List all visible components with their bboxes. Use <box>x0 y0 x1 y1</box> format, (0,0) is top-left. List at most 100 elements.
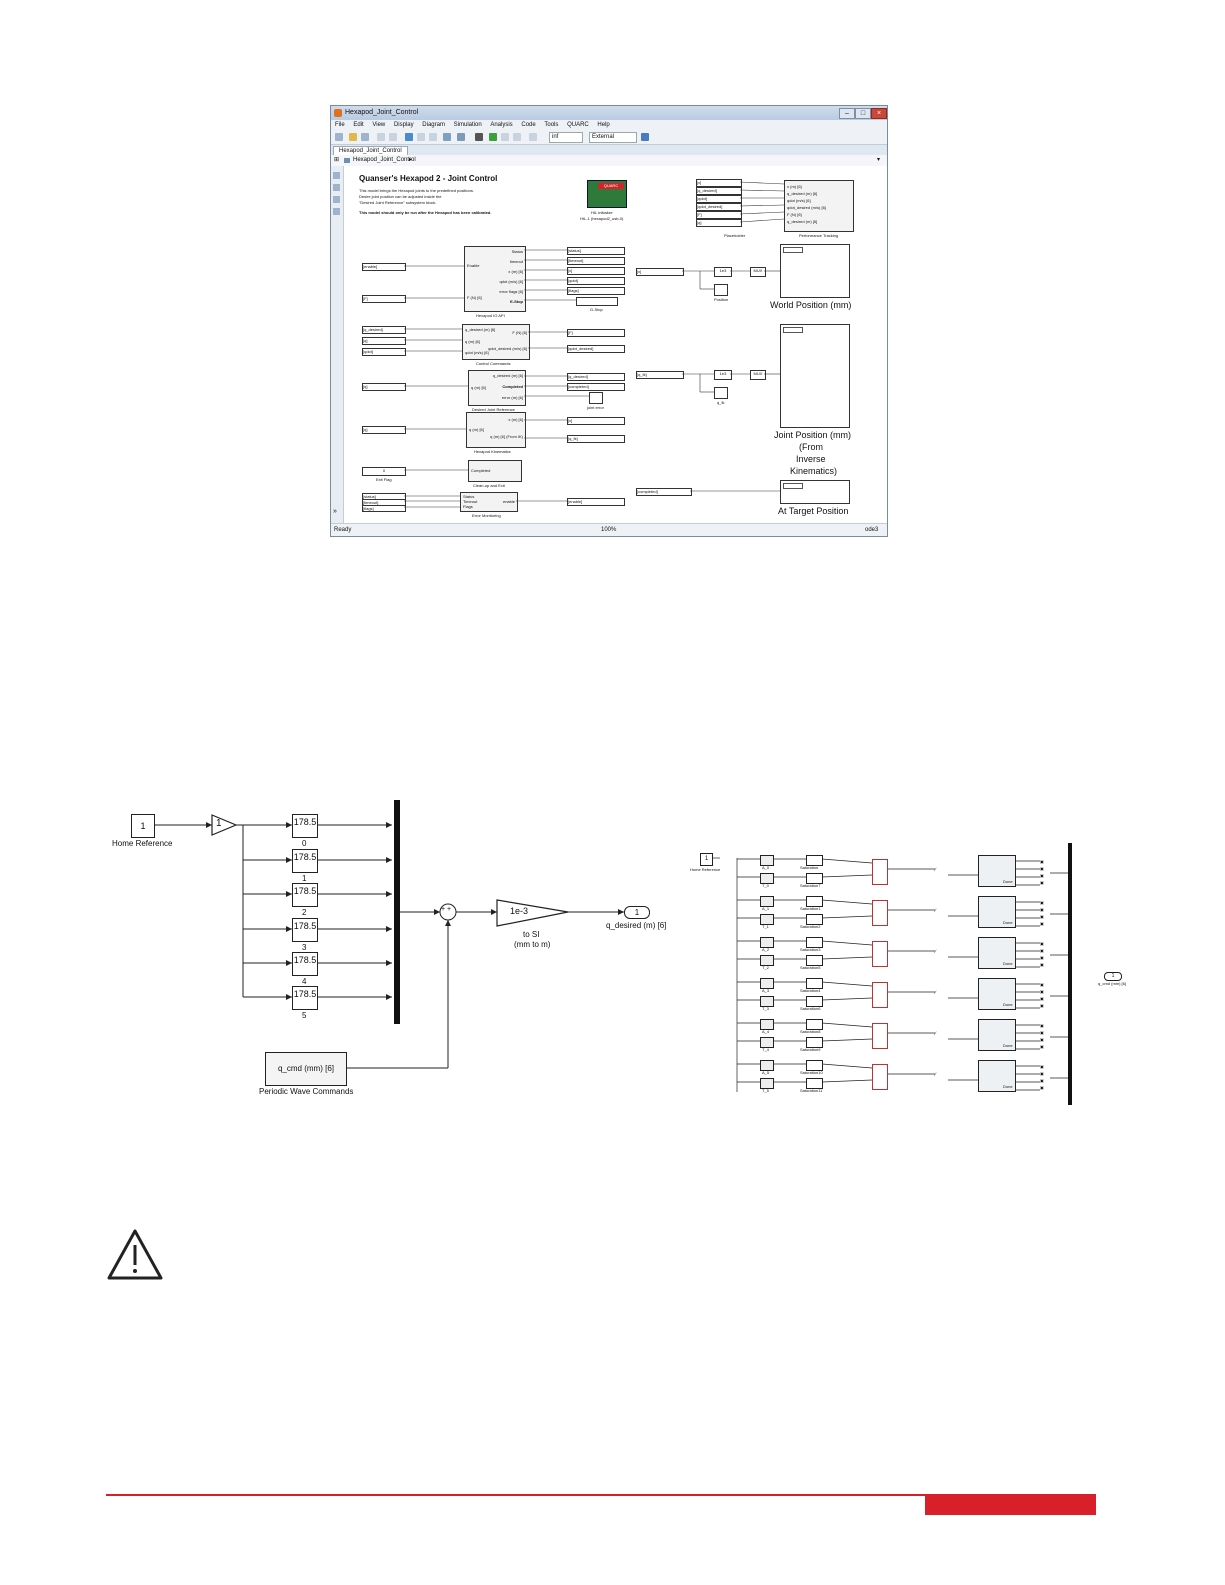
goto-tag-x-2[interactable]: [x] <box>567 417 625 425</box>
rd-saturation2-4[interactable] <box>806 1037 823 1048</box>
menu-display[interactable]: Display <box>393 122 414 128</box>
image-icon[interactable] <box>333 208 340 215</box>
from-tag-world-x[interactable]: [x] <box>636 268 684 276</box>
zoom-in-icon[interactable] <box>333 172 340 179</box>
rd-saturation2-0[interactable] <box>806 873 823 884</box>
minimize-button[interactable]: – <box>839 108 855 119</box>
from-tag-q-2[interactable]: [q] <box>362 383 406 391</box>
goto-tag-timeout[interactable]: [timeout] <box>567 257 625 265</box>
menu-quarc[interactable]: QUARC <box>567 122 589 128</box>
qfk-scope[interactable] <box>714 387 728 399</box>
from-tag-pt-qd[interactable]: [q_desired] <box>696 187 742 195</box>
target-position-display[interactable] <box>780 480 850 504</box>
rd-wave-gen-4[interactable] <box>872 1023 888 1049</box>
rd-switch-5[interactable]: ∕ <box>935 1072 936 1078</box>
goto-tag-qd[interactable]: [q_desired] <box>567 373 625 381</box>
from-tag-pt-x[interactable]: [x] <box>696 179 742 187</box>
hexapod-io-api-block[interactable]: Enable F (N) [6] Status timeout x (m) [6… <box>464 246 526 312</box>
rd-wave-gen-0[interactable] <box>872 859 888 885</box>
rd-saturation-0[interactable] <box>806 855 823 866</box>
rd-amplitude-1[interactable] <box>760 896 774 907</box>
from-tag-completed[interactable]: [completed] <box>636 488 692 496</box>
rd-period-4[interactable] <box>760 1037 774 1048</box>
expand-chevron-icon[interactable]: » <box>333 508 337 515</box>
model-explorer-icon[interactable] <box>475 133 483 141</box>
stop-icon[interactable] <box>529 133 537 141</box>
rd-switch-2[interactable]: ∕ <box>935 949 936 955</box>
menu-analysis[interactable]: Analysis <box>490 122 513 128</box>
new-model-icon[interactable] <box>335 133 343 141</box>
back-icon[interactable] <box>405 133 413 141</box>
error-monitoring-block[interactable]: Status Timeout Flags enable <box>460 492 518 512</box>
rd-profile-4[interactable] <box>978 1019 1016 1051</box>
rd-profile-2[interactable] <box>978 937 1016 969</box>
rd-saturation2-5[interactable] <box>806 1078 823 1089</box>
home-reference-constant[interactable]: 1 <box>131 814 155 838</box>
rd-switch-1[interactable]: ∕ <box>935 908 936 914</box>
exit-flag-constant[interactable]: 0 <box>362 467 406 476</box>
menu-diagram[interactable]: Diagram <box>422 122 445 128</box>
from-tag-pt-q[interactable]: [q] <box>696 219 742 227</box>
rd-period-0[interactable] <box>760 873 774 884</box>
chevron-down-icon[interactable]: ▾ <box>877 157 881 163</box>
rd-period-2[interactable] <box>760 955 774 966</box>
menu-tools[interactable]: Tools <box>544 122 559 128</box>
rd-period-3[interactable] <box>760 996 774 1007</box>
rd-saturation-2[interactable] <box>806 937 823 948</box>
from-tag-q[interactable]: [q] <box>362 337 406 345</box>
settings-gear-icon[interactable] <box>457 133 465 141</box>
rd-home-reference-constant[interactable]: 1 <box>700 853 713 866</box>
joint-1-constant[interactable]: 178.5 <box>292 849 318 873</box>
joint-3-constant[interactable]: 178.5 <box>292 918 318 942</box>
rd-period-1[interactable] <box>760 914 774 925</box>
diagnostics-icon[interactable] <box>641 133 649 141</box>
run-icon[interactable] <box>513 133 521 141</box>
rd-switch-0[interactable]: ∕ <box>935 867 936 873</box>
simulation-mode-select[interactable]: External <box>589 132 637 143</box>
model-canvas[interactable]: Quanser's Hexapod 2 - Joint Control This… <box>344 166 887 523</box>
goto-tag-enable[interactable]: [enable] <box>567 498 625 506</box>
menu-view[interactable]: View <box>372 122 386 128</box>
from-tag-pt-qdot[interactable]: [qdot] <box>696 195 742 203</box>
menu-simulation[interactable]: Simulation <box>453 122 482 128</box>
up-icon[interactable] <box>429 133 437 141</box>
joint-position-scope[interactable] <box>780 324 850 428</box>
periodic-wave-commands-block[interactable]: q_cmd (mm) [6] <box>265 1052 347 1086</box>
rd-wave-gen-5[interactable] <box>872 1064 888 1090</box>
world-position-scope[interactable] <box>780 244 850 298</box>
from-tag-pt-qdotd[interactable]: [qdot_desired] <box>696 203 742 211</box>
rd-switch-4[interactable]: ∕ <box>935 1031 936 1037</box>
rd-saturation-4[interactable] <box>806 1019 823 1030</box>
desired-joint-reference-block[interactable]: q (m) [6] q_desired (m) [6] Completed er… <box>468 370 526 406</box>
tab-model[interactable]: Hexapod_Joint_Control <box>333 146 408 156</box>
annotation-icon[interactable] <box>333 196 340 203</box>
from-tag-flags[interactable]: [flags] <box>362 505 406 512</box>
rd-outport[interactable]: 1 <box>1104 972 1122 981</box>
fit-view-icon[interactable] <box>333 184 340 191</box>
joint-error-scope[interactable] <box>589 392 603 404</box>
rd-saturation2-3[interactable] <box>806 996 823 1007</box>
menu-code[interactable]: Code <box>521 122 536 128</box>
q-desired-outport[interactable]: 1 <box>624 906 650 919</box>
rd-amplitude-2[interactable] <box>760 937 774 948</box>
rd-saturation2-2[interactable] <box>806 955 823 966</box>
rd-saturation-1[interactable] <box>806 896 823 907</box>
rd-wave-gen-3[interactable] <box>872 982 888 1008</box>
redo-icon[interactable] <box>389 133 397 141</box>
rd-amplitude-0[interactable] <box>760 855 774 866</box>
explorer-toggle-icon[interactable]: ⊞ <box>334 157 340 163</box>
forward-icon[interactable] <box>417 133 425 141</box>
from-tag-F[interactable]: [F] <box>362 295 406 303</box>
goto-tag-status[interactable]: [status] <box>567 247 625 255</box>
hexapod-kinematics-block[interactable]: q (m) [6] x (m) [6] q (m) [6] (From IK) <box>466 412 526 448</box>
joint-gain-block[interactable]: 1e3 <box>714 370 732 380</box>
goto-tag-F[interactable]: [F] <box>567 329 625 337</box>
menu-edit[interactable]: Edit <box>353 122 364 128</box>
breadcrumb[interactable]: Hexapod_Joint_Control <box>353 157 416 163</box>
world-gain-block[interactable]: 1e3 <box>714 267 732 277</box>
from-tag-q-3[interactable]: [q] <box>362 426 406 434</box>
rd-amplitude-4[interactable] <box>760 1019 774 1030</box>
rd-wave-gen-1[interactable] <box>872 900 888 926</box>
joint-mux-block[interactable]: MUX <box>750 370 766 380</box>
performance-tracking-block[interactable]: x (m) [6] q_desired (m) [6] qdot (m/s) [… <box>784 180 854 232</box>
